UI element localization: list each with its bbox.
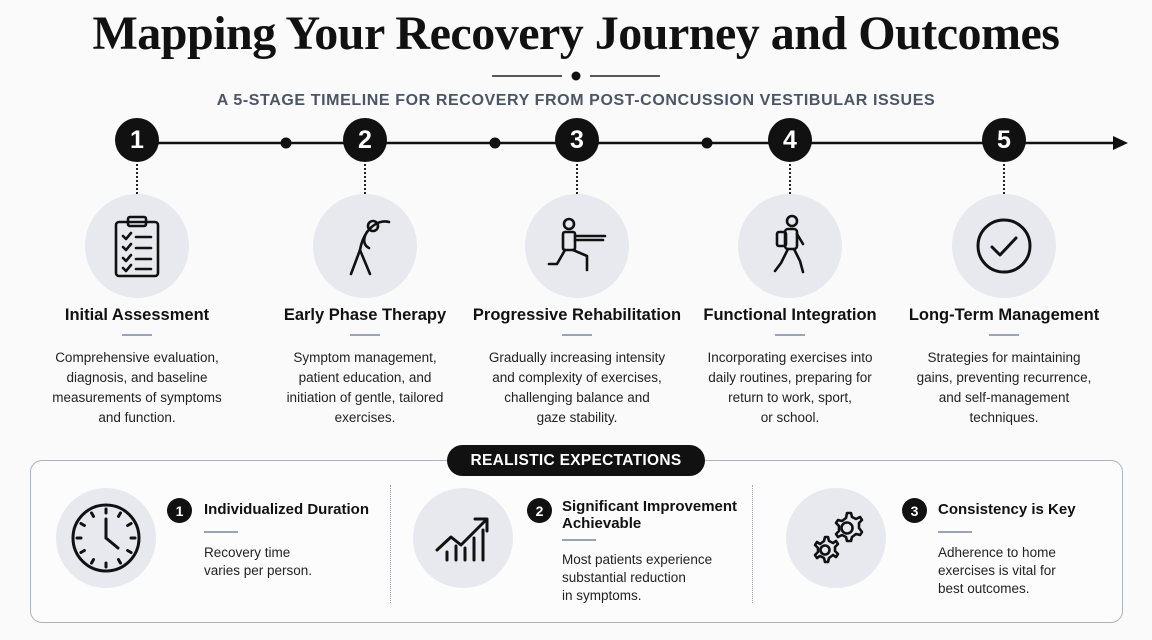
stage-number: 1 bbox=[115, 118, 159, 162]
stage-number: 2 bbox=[343, 118, 387, 162]
expectation-divider bbox=[204, 531, 238, 533]
stage-connector bbox=[1003, 164, 1005, 194]
stage-connector bbox=[789, 164, 791, 194]
stage-divider bbox=[122, 334, 152, 336]
expectation-title: Significant Improvement Achievable bbox=[562, 498, 738, 532]
stage-title: Initial Assessment bbox=[64, 306, 210, 324]
clipboard-checklist-icon bbox=[85, 194, 189, 298]
expectation-description: Most patients experience substantial red… bbox=[562, 552, 713, 603]
stage-description: Gradually increasing intensity and compl… bbox=[488, 350, 666, 425]
timeline-arrowhead bbox=[1113, 136, 1128, 150]
stage-divider bbox=[989, 334, 1019, 336]
stage-divider bbox=[562, 334, 592, 336]
stage-description: Incorporating exercises into daily routi… bbox=[707, 350, 873, 425]
expectation-number: 3 bbox=[902, 498, 927, 523]
stage-connector bbox=[364, 164, 366, 194]
walking-backpack-person-icon bbox=[738, 194, 842, 298]
panel-divider bbox=[390, 485, 391, 603]
stage-description: Strategies for maintaining gains, preven… bbox=[916, 350, 1092, 425]
stage-title: Progressive Rehabilitation bbox=[472, 306, 682, 324]
stage-divider bbox=[350, 334, 380, 336]
trend-chart-icon bbox=[413, 488, 513, 588]
panel-divider bbox=[752, 485, 753, 603]
stage-description: Symptom management, patient education, a… bbox=[286, 350, 444, 425]
expectations-banner: REALISTIC EXPECTATIONS bbox=[447, 445, 705, 476]
stage-3: 3 Progressive Rehabilitation Gradually i… bbox=[467, 118, 687, 428]
stage-connector bbox=[136, 164, 138, 194]
stage-title: Long-Term Management bbox=[908, 306, 1100, 324]
expectation-description: Recovery time varies per person. bbox=[204, 545, 313, 578]
stage-connector bbox=[576, 164, 578, 194]
stage-number: 4 bbox=[768, 118, 812, 162]
page-title: Mapping Your Recovery Journey and Outcom… bbox=[92, 7, 1060, 60]
stage-1: 1 Initial Assessment Comprehensive evalu… bbox=[27, 118, 247, 428]
stage-5: 5 Long-Term Management Strategies for ma… bbox=[894, 118, 1114, 428]
expectation-title: Individualized Duration bbox=[204, 501, 370, 518]
expectation-number: 2 bbox=[527, 498, 552, 523]
lunge-exercise-icon bbox=[525, 194, 629, 298]
checkmark-circle-icon bbox=[952, 194, 1056, 298]
expectation-number: 1 bbox=[167, 498, 192, 523]
page-subtitle: A 5-STAGE TIMELINE FOR RECOVERY FROM POS… bbox=[216, 92, 936, 109]
stage-title: Functional Integration bbox=[703, 306, 877, 324]
expectation-divider bbox=[562, 539, 596, 541]
gears-icon bbox=[786, 488, 886, 588]
stage-number: 5 bbox=[982, 118, 1026, 162]
stage-number: 3 bbox=[555, 118, 599, 162]
stage-divider bbox=[775, 334, 805, 336]
stage-2: 2 Early Phase Therapy Symptom management… bbox=[255, 118, 475, 428]
expectation-description: Adherence to home exercises is vital for… bbox=[938, 545, 1056, 596]
title-ornament bbox=[492, 71, 660, 81]
stage-description: Comprehensive evaluation, diagnosis, and… bbox=[52, 350, 222, 425]
stage-title: Early Phase Therapy bbox=[283, 306, 447, 324]
clock-icon bbox=[56, 488, 156, 588]
expectation-divider bbox=[938, 531, 972, 533]
stretching-person-icon bbox=[313, 194, 417, 298]
stage-4: 4 Functional Integration Incorporating e… bbox=[680, 118, 900, 428]
expectation-title: Consistency is Key bbox=[938, 501, 1076, 518]
